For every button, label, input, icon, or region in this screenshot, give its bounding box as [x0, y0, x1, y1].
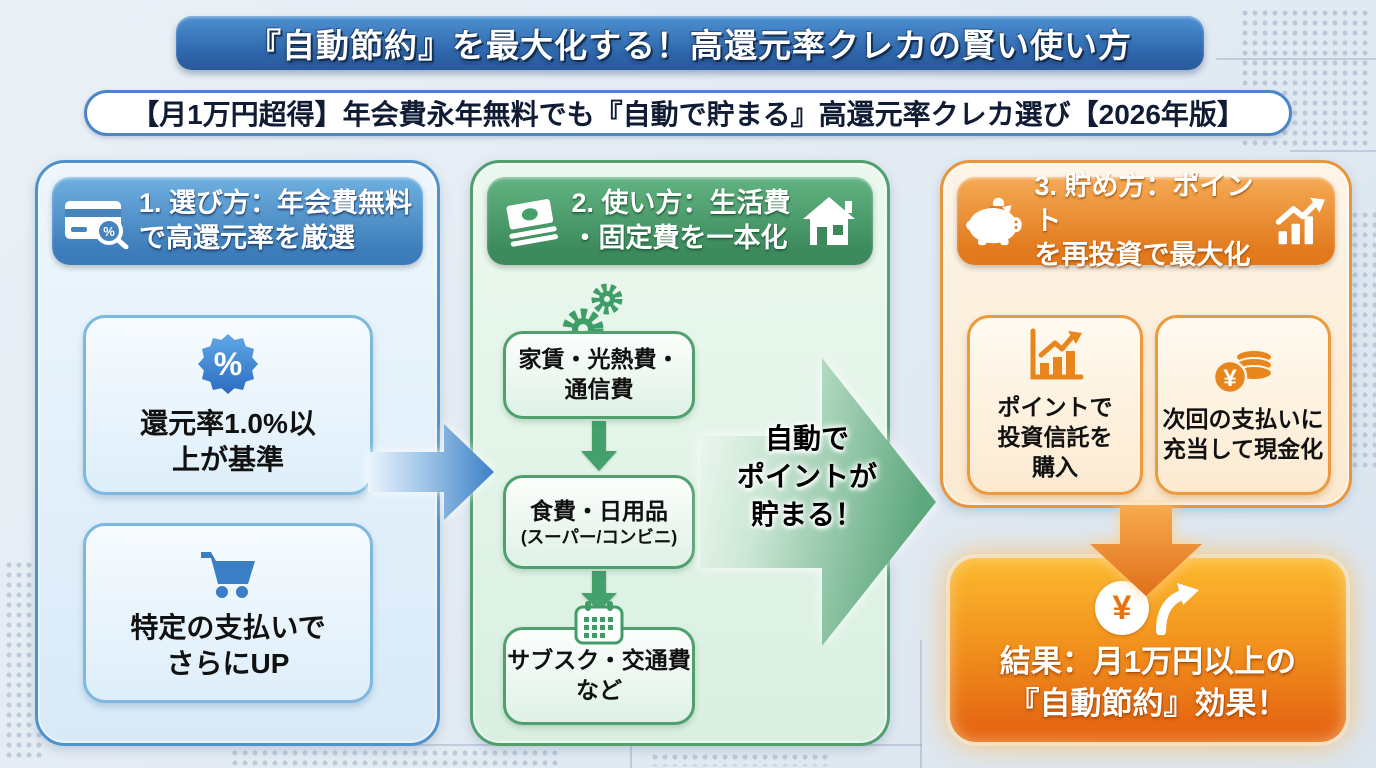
circuit-dots: [230, 748, 560, 766]
yen-coins-icon: ¥: [1212, 349, 1273, 395]
piggy-bank-icon: [966, 197, 1022, 246]
invest-box: ポイントで 投資信託を 購入: [967, 315, 1143, 495]
result-label: 結果：月1万円以上の 『自動節約』効果！: [999, 644, 1297, 721]
circuit-line: [630, 744, 632, 768]
arrow-right-blue-icon: [368, 424, 494, 520]
expense-box-fixed: 家賃・光熱費・ 通信費: [503, 331, 695, 419]
credit-card-search-icon: %: [64, 201, 129, 249]
percent-badge-icon: %: [198, 333, 258, 394]
curved-up-arrow-icon: [1156, 583, 1199, 636]
panel-use-header: 2. 使い方：生活費 ・固定費を一本化: [487, 177, 873, 265]
panel-select-header: % 1. 選び方：年会費無料 で高還元率を厳選: [52, 177, 423, 265]
coin-yen-glyph: ¥: [1223, 365, 1237, 392]
cashback-box: ¥ 次回の支払いに 充当して現金化: [1155, 315, 1331, 495]
panel-save-title: 3. 貯め方：ポイント を再投資で最大化: [1034, 171, 1254, 271]
circuit-dots: [650, 752, 830, 766]
invest-chart-icon: [1030, 328, 1084, 380]
circuit-line: [1290, 150, 1376, 152]
expense-daily-label: 食費・日用品: [530, 497, 668, 524]
result-yen-glyph: ¥: [1112, 588, 1132, 627]
bonus-label: 特定の支払いで さらにUP: [130, 611, 326, 679]
page-title: 『自動節約』を最大化する！高還元率クレカの賢い使い方: [248, 27, 1132, 64]
auto-points-label: 自動で ポイントが 貯まる！: [736, 423, 877, 530]
invest-label: ポイントで 投資信託を 購入: [997, 394, 1113, 480]
title-banner: 『自動節約』を最大化する！高還元率クレカの賢い使い方: [176, 16, 1204, 70]
panel-save-header: 3. 貯め方：ポイント を再投資で最大化: [957, 171, 1335, 270]
panel-save: 3. 貯め方：ポイント を再投資で最大化: [940, 160, 1352, 508]
arrow-down-green-icon: [581, 421, 617, 471]
shopping-cart-icon: [201, 551, 255, 598]
expense-daily-sublabel: (スーパー/コンビニ): [520, 526, 678, 547]
result-icons: ¥: [1095, 579, 1201, 637]
bonus-box: 特定の支払いで さらにUP: [83, 523, 373, 703]
criteria-box: % 還元率1.0%以 上が基準: [83, 315, 373, 495]
money-stack-icon: [507, 199, 559, 247]
subtitle-text: 【月1万円超得】年会費永年無料でも『自動で貯まる』高還元率クレカ選び【2026年…: [131, 99, 1245, 130]
arrow-down-green-icon: [581, 571, 617, 611]
circuit-dots: [1350, 210, 1376, 470]
circuit-line: [920, 640, 922, 768]
cashback-label: 次回の支払いに 充当して現金化: [1162, 406, 1324, 462]
calendar-icon: [574, 601, 624, 645]
expense-box-daily: 食費・日用品 (スーパー/コンビニ): [503, 475, 695, 569]
badge-percent-glyph: %: [214, 346, 242, 382]
card-percent-glyph: %: [103, 224, 115, 239]
panel-use-title: 2. 使い方：生活費 ・固定費を一本化: [571, 188, 791, 253]
chart-up-icon: [1275, 197, 1326, 245]
circuit-line: [1216, 58, 1376, 60]
criteria-label: 還元率1.0%以 上が基準: [140, 407, 316, 475]
house-icon: [802, 197, 855, 245]
subtitle-banner: 【月1万円超得】年会費永年無料でも『自動で貯まる』高還元率クレカ選び【2026年…: [84, 90, 1292, 136]
expense-subscription-label: サブスク・交通費 など: [507, 647, 691, 703]
panel-select-title: 1. 選び方：年会費無料 で高還元率を厳選: [138, 188, 413, 253]
arrow-right-green-icon: [700, 358, 936, 646]
expense-fixed-label: 家賃・光熱費・ 通信費: [518, 346, 680, 402]
arrow-down-orange-icon: [1090, 506, 1202, 596]
panel-use: 2. 使い方：生活費 ・固定費を一本化 家賃・光熱費・ 通信費 食費・日用品 (…: [470, 160, 890, 746]
